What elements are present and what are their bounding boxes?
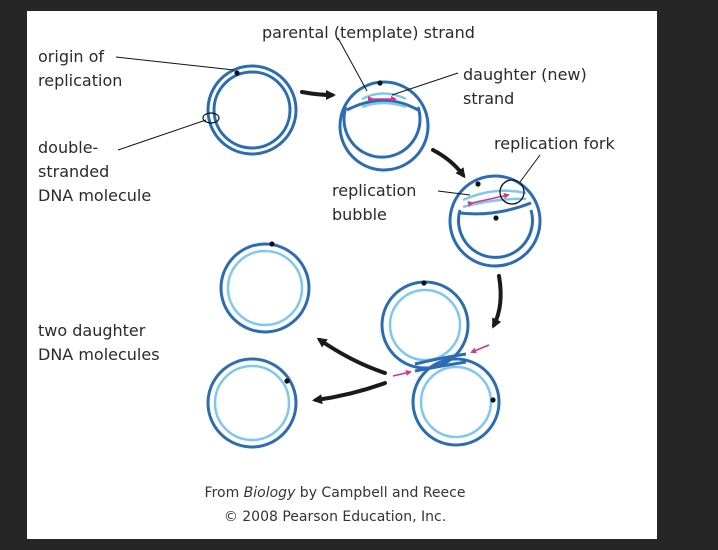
replication-fork-label: replication fork [494, 134, 615, 153]
separating-molecules [380, 280, 501, 447]
daughter-leader-line [391, 72, 459, 96]
bubble-leader-line [437, 190, 471, 196]
bubble-replication-molecule [448, 174, 542, 268]
circular-dna-molecule [202, 64, 298, 156]
double-strand-highlight [202, 112, 220, 124]
fork-leader-line [519, 154, 541, 183]
curved-arrow-icon [316, 337, 387, 375]
replication-fork-circle [499, 179, 525, 205]
origin-label-line2: replication [38, 71, 122, 90]
credit-book-title: Biology [244, 485, 296, 501]
credit-suffix: by Campbell and Reece [295, 485, 465, 501]
origin-dot-icon [421, 280, 427, 286]
origin-dot-icon [493, 215, 499, 221]
daughter-strand-label-line2: strand [463, 89, 514, 108]
origin-label-line1: origin of [38, 47, 104, 66]
double-stranded-label-line2: stranded [38, 162, 109, 181]
figure-panel [27, 11, 657, 539]
origin-dot-icon [284, 378, 290, 384]
curved-arrow-icon [300, 89, 336, 100]
origin-dot-icon [269, 241, 275, 247]
curved-arrow-icon [312, 381, 387, 405]
origin-dot-icon [490, 397, 496, 403]
two-daughter-label-line2: DNA molecules [38, 345, 160, 364]
credit-line-1: From Biology by Campbell and Reece [205, 485, 466, 501]
credit-line-2: © 2008 Pearson Education, Inc. [224, 509, 446, 525]
replication-bubble-label-line1: replication [332, 181, 416, 200]
credit-prefix: From [205, 485, 244, 501]
curved-arrow-icon [492, 274, 503, 329]
replication-bubble-label-line2: bubble [332, 205, 387, 224]
daughter-strand-label-line1: daughter (new) [463, 65, 587, 84]
two-daughter-label-line1: two daughter [38, 321, 146, 340]
early-replication-molecule [338, 80, 430, 172]
origin-leader-line [115, 56, 235, 71]
double-stranded-label-line1: double- [38, 138, 98, 157]
parental-strand-label: parental (template) strand [262, 23, 475, 42]
daughter-molecule-bottom [206, 357, 298, 449]
origin-dot-icon [475, 181, 481, 187]
double-stranded-label-line3: DNA molecule [38, 186, 151, 205]
double-strand-leader-line [117, 119, 207, 151]
origin-dot-icon [234, 70, 240, 76]
origin-dot-icon [377, 80, 383, 86]
daughter-molecule-top [219, 241, 311, 334]
curved-arrow-icon [431, 148, 466, 179]
parental-leader-line [337, 37, 368, 92]
